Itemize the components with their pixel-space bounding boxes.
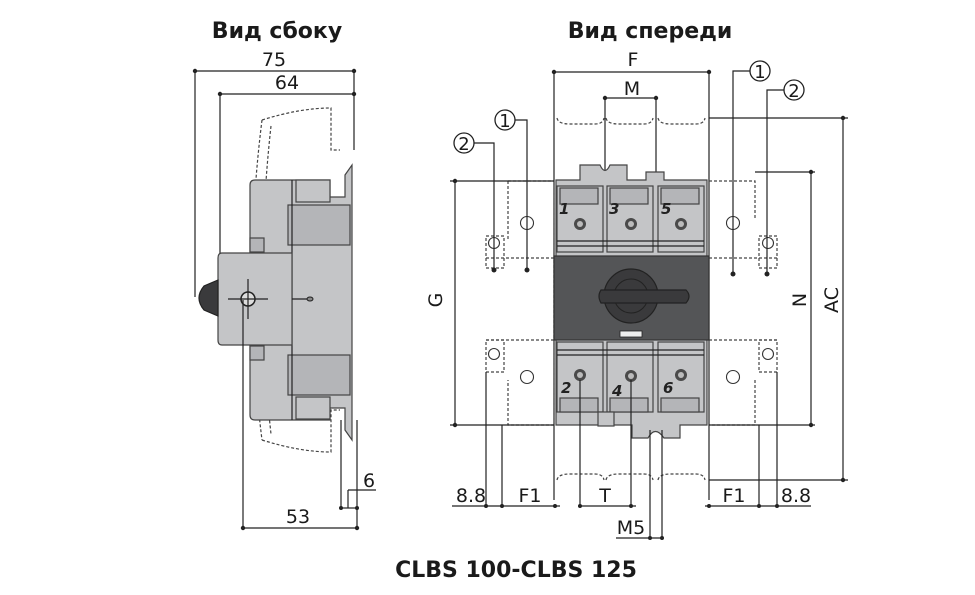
terminal-label-top: 5 — [661, 200, 671, 218]
terminal-label-top: 1 — [559, 200, 569, 218]
dim-N: N — [789, 293, 811, 307]
rotary-handle[interactable] — [598, 289, 690, 304]
dim-F1-right: F1 — [722, 485, 745, 507]
dim-AC: AC — [821, 287, 843, 313]
side-view: Вид сбоку 75 64 — [192, 19, 376, 531]
dim-G: G — [425, 293, 447, 308]
switch-body-side — [198, 163, 353, 442]
svg-text:1: 1 — [499, 111, 510, 132]
svg-text:1: 1 — [754, 62, 765, 83]
svg-text:2: 2 — [458, 134, 469, 155]
front-view: Вид спереди F M — [425, 19, 848, 540]
callout-left: 1 2 — [453, 109, 530, 273]
side-view-title: Вид сбоку — [212, 19, 342, 44]
dim-T: T — [598, 485, 611, 507]
dim-F1-left: F1 — [518, 485, 541, 507]
dim-53: 53 — [286, 506, 310, 528]
terminal-label-top: 3 — [609, 200, 619, 218]
front-view-title: Вид спереди — [568, 19, 733, 44]
cover-outline — [261, 107, 340, 151]
terminal-label-bottom: 6 — [663, 379, 673, 397]
dim-8-8-left: 8.8 — [456, 485, 486, 507]
indicator-window — [619, 330, 643, 338]
terminal-label-bottom: 4 — [611, 382, 622, 400]
dim-F: F — [628, 49, 639, 71]
dim-M: M — [624, 78, 640, 100]
dim-M5: M5 — [617, 517, 645, 539]
dim-75: 75 — [262, 49, 286, 71]
callout-right: 1 2 — [730, 60, 805, 277]
svg-text:2: 2 — [788, 81, 799, 102]
terminal-screws — [574, 218, 687, 382]
dim-6: 6 — [363, 470, 375, 492]
handle-knob-side — [198, 279, 219, 317]
dim-64: 64 — [275, 72, 299, 94]
model-caption: CLBS 100-CLBS 125 — [395, 558, 637, 583]
terminal-label-bottom: 2 — [561, 379, 571, 397]
dim-8-8-right: 8.8 — [781, 485, 811, 507]
